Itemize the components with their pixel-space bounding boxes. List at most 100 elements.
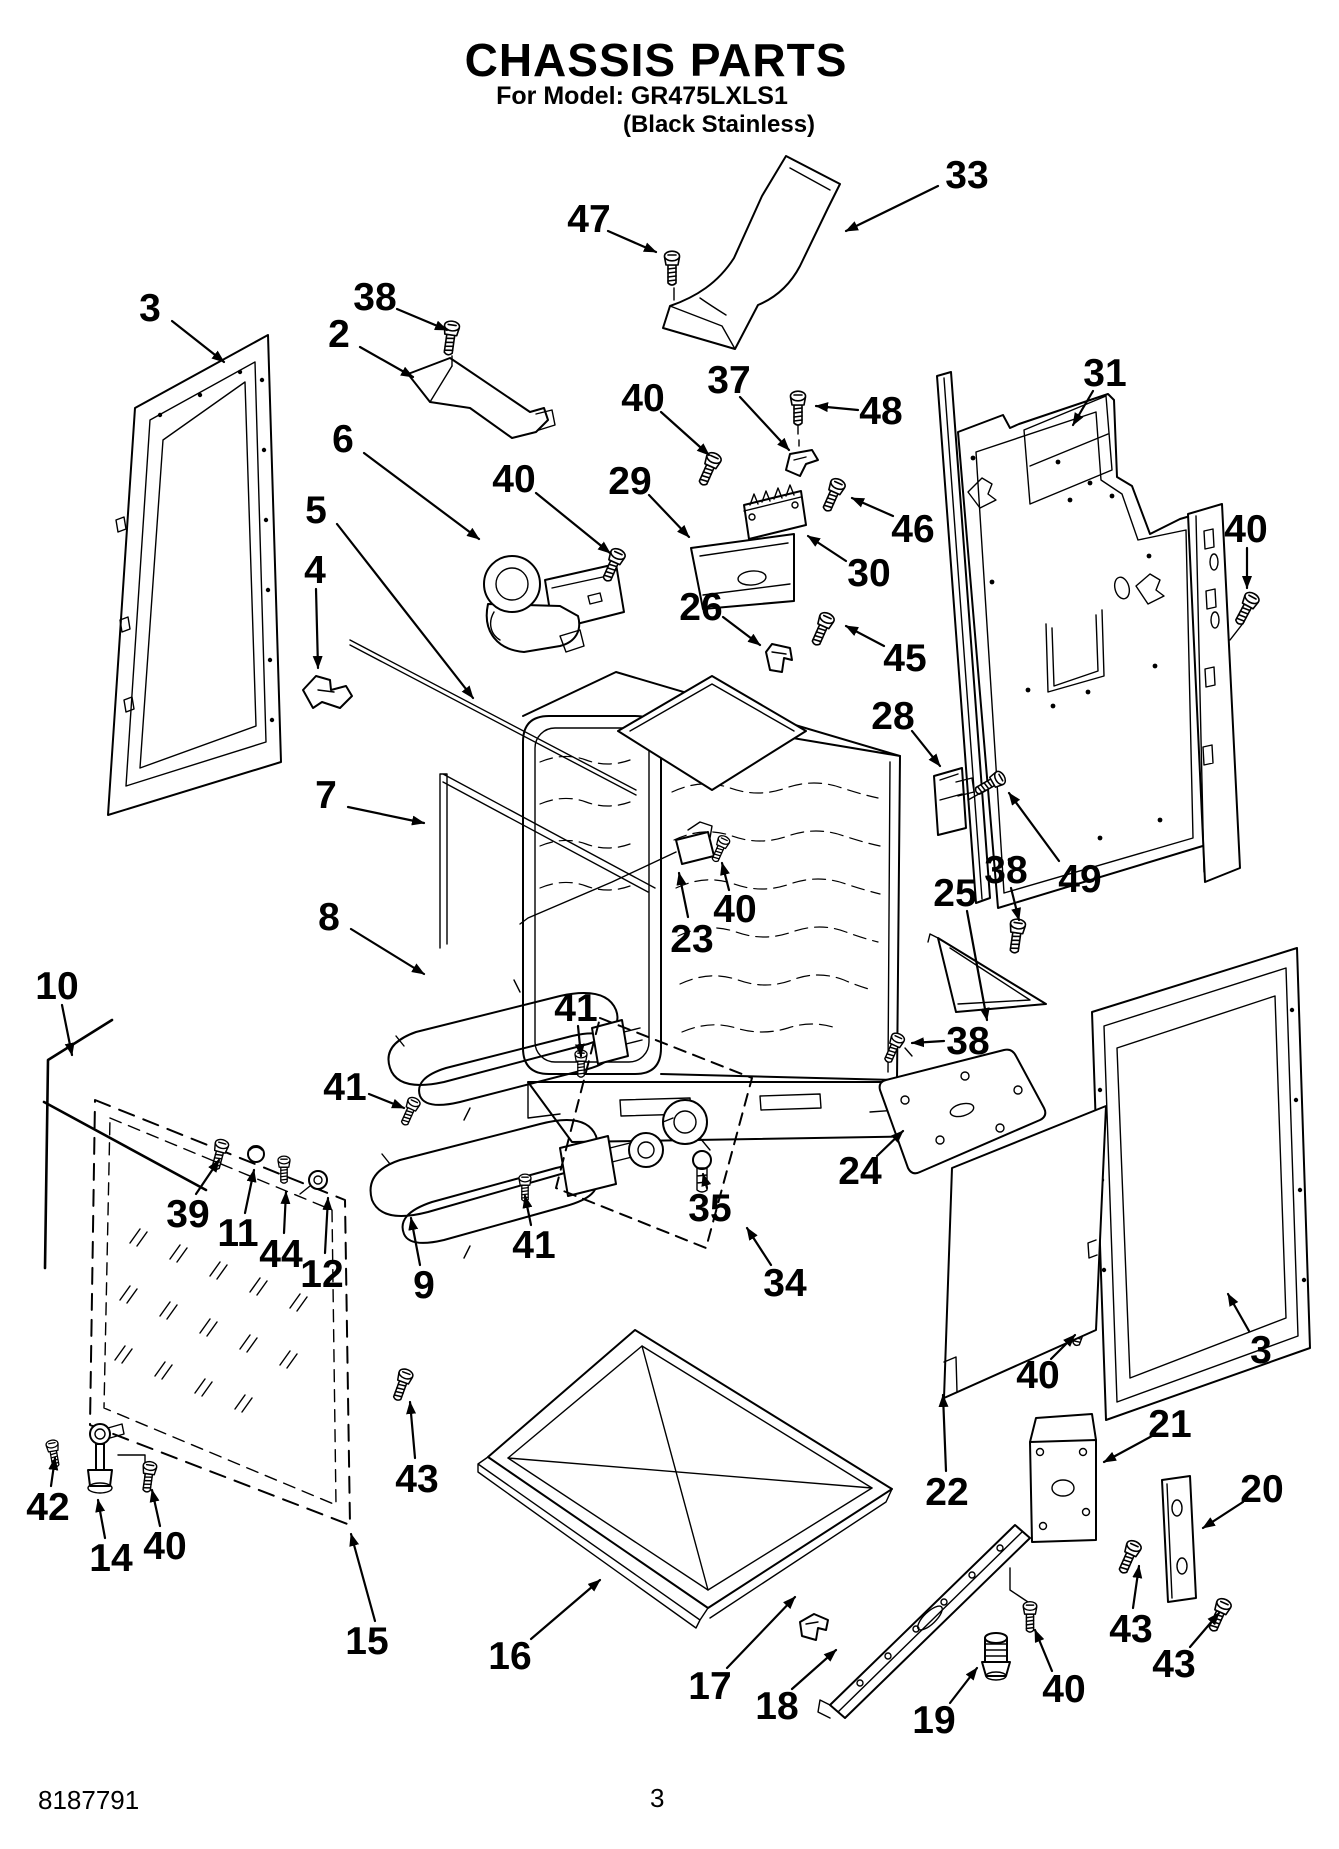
callout-41-label: 41: [512, 1224, 555, 1267]
callout-45-arrow: [844, 624, 886, 648]
capillary-assembly-23: [519, 821, 732, 925]
callout-8-arrow: [349, 927, 426, 976]
door-panel-right-3: [1068, 947, 1311, 1421]
callout-40-arrow: [1033, 1628, 1054, 1673]
callout-14-label: 14: [89, 1537, 133, 1580]
callout-40-arrow: [659, 410, 711, 457]
finish-line: (Black Stainless): [622, 111, 816, 138]
callout-21-label: 21: [1148, 1403, 1191, 1446]
page-title: CHASSIS PARTS: [464, 34, 848, 86]
drawer-panel-15: [89, 1099, 351, 1526]
callout-18-arrow: [790, 1648, 838, 1691]
callout-38-arrow: [1009, 886, 1021, 922]
insulation-blanket: [617, 675, 807, 791]
model-line: For Model: GR475LXLS1: [496, 82, 788, 110]
drawer-rail-18: [817, 1524, 1031, 1719]
callout-39-label: 39: [166, 1193, 209, 1236]
callout-40-arrow: [534, 491, 612, 555]
callout-35-label: 35: [688, 1187, 731, 1230]
callout-22-label: 22: [925, 1471, 968, 1514]
clip-26: [765, 643, 793, 673]
corner-bracket-21: [1029, 1413, 1144, 1577]
callout-7-label: 7: [315, 774, 337, 817]
callout-41-label: 41: [554, 987, 597, 1030]
callout-9-label: 9: [413, 1264, 435, 1307]
callout-19-label: 19: [912, 1699, 955, 1742]
callout-48-label: 48: [859, 390, 902, 433]
callout-33-arrow: [844, 184, 940, 233]
callout-35-arrow: [701, 1172, 712, 1190]
callout-3-label: 3: [1250, 1329, 1272, 1372]
callout-28-arrow: [910, 729, 942, 768]
callout-31-arrow: [1071, 389, 1095, 427]
callout-4-arrow: [312, 587, 323, 670]
base-pan-16: [477, 1329, 893, 1629]
callout-2-arrow: [358, 345, 415, 379]
callout-19-arrow: [948, 1666, 979, 1705]
callout-25-arrow: [965, 909, 990, 1022]
callout-5-arrow: [335, 522, 475, 700]
callout-18-label: 18: [755, 1685, 798, 1728]
side-panel-left-3: [107, 334, 282, 816]
side-trim-7: [439, 773, 656, 949]
callout-29-arrow: [647, 493, 691, 539]
callout-7-arrow: [346, 805, 426, 826]
callout-34-label: 34: [763, 1262, 807, 1305]
callout-30-label: 30: [847, 552, 890, 595]
callout-16-arrow: [529, 1578, 602, 1641]
switch-kit-34: [555, 1017, 753, 1249]
bracket-28: [933, 767, 1009, 836]
vent-bracket-2: [407, 319, 556, 439]
callout-43-label: 43: [395, 1458, 438, 1501]
callout-45-label: 45: [883, 637, 926, 680]
callout-39-arrow: [194, 1158, 221, 1196]
callout-40-label: 40: [621, 377, 664, 420]
oven-cavity: [522, 671, 939, 1143]
callout-43-label: 43: [1109, 1608, 1152, 1651]
callout-38-arrow: [910, 1037, 946, 1048]
callout-6-arrow: [362, 451, 481, 541]
callout-15-arrow: [349, 1532, 377, 1623]
grommet-12: [299, 1170, 328, 1195]
spacer-plate-20: [1161, 1475, 1234, 1635]
callout-40-label: 40: [143, 1525, 186, 1568]
top-bracket-cluster: [690, 390, 848, 673]
rear-panel-31: [936, 371, 1262, 909]
page-number: 3: [650, 1783, 665, 1813]
callout-14-arrow: [95, 1498, 107, 1540]
callout-11-label: 11: [217, 1212, 258, 1255]
callout-8-label: 8: [318, 896, 340, 939]
callout-40-arrow: [1049, 1333, 1077, 1361]
callout-40-arrow: [720, 861, 731, 892]
callout-2-label: 2: [328, 313, 350, 356]
callout-38-arrow: [395, 307, 449, 332]
callout-40-label: 40: [1016, 1354, 1059, 1397]
callout-41-label: 41: [323, 1066, 366, 1109]
callout-43-label: 43: [1152, 1643, 1195, 1686]
shoulder-screw-35: [692, 1150, 712, 1193]
callout-46-label: 46: [891, 508, 934, 551]
callout-43-arrow: [406, 1400, 417, 1460]
callout-47-label: 47: [567, 198, 610, 241]
callout-49-arrow: [1007, 791, 1061, 863]
callout-10-label: 10: [35, 965, 78, 1008]
callout-37-label: 37: [707, 359, 750, 402]
broil-element-8: [387, 979, 643, 1128]
callout-30-arrow: [806, 534, 848, 563]
callout-41-arrow: [367, 1092, 406, 1110]
callout-40-label: 40: [492, 458, 535, 501]
cap-11: [247, 1145, 265, 1163]
callout-41-arrow: [522, 1194, 533, 1227]
callout-40-arrow: [149, 1488, 162, 1528]
callout-43-arrow: [1131, 1564, 1143, 1610]
callout-26-arrow: [721, 615, 762, 647]
switch-rod-5: [349, 639, 637, 796]
callout-38-label: 38: [353, 276, 396, 319]
callout-40-label: 40: [713, 888, 756, 931]
callout-47-arrow: [606, 229, 658, 254]
callout-33-label: 33: [945, 154, 988, 197]
callout-17-label: 17: [688, 1665, 731, 1708]
